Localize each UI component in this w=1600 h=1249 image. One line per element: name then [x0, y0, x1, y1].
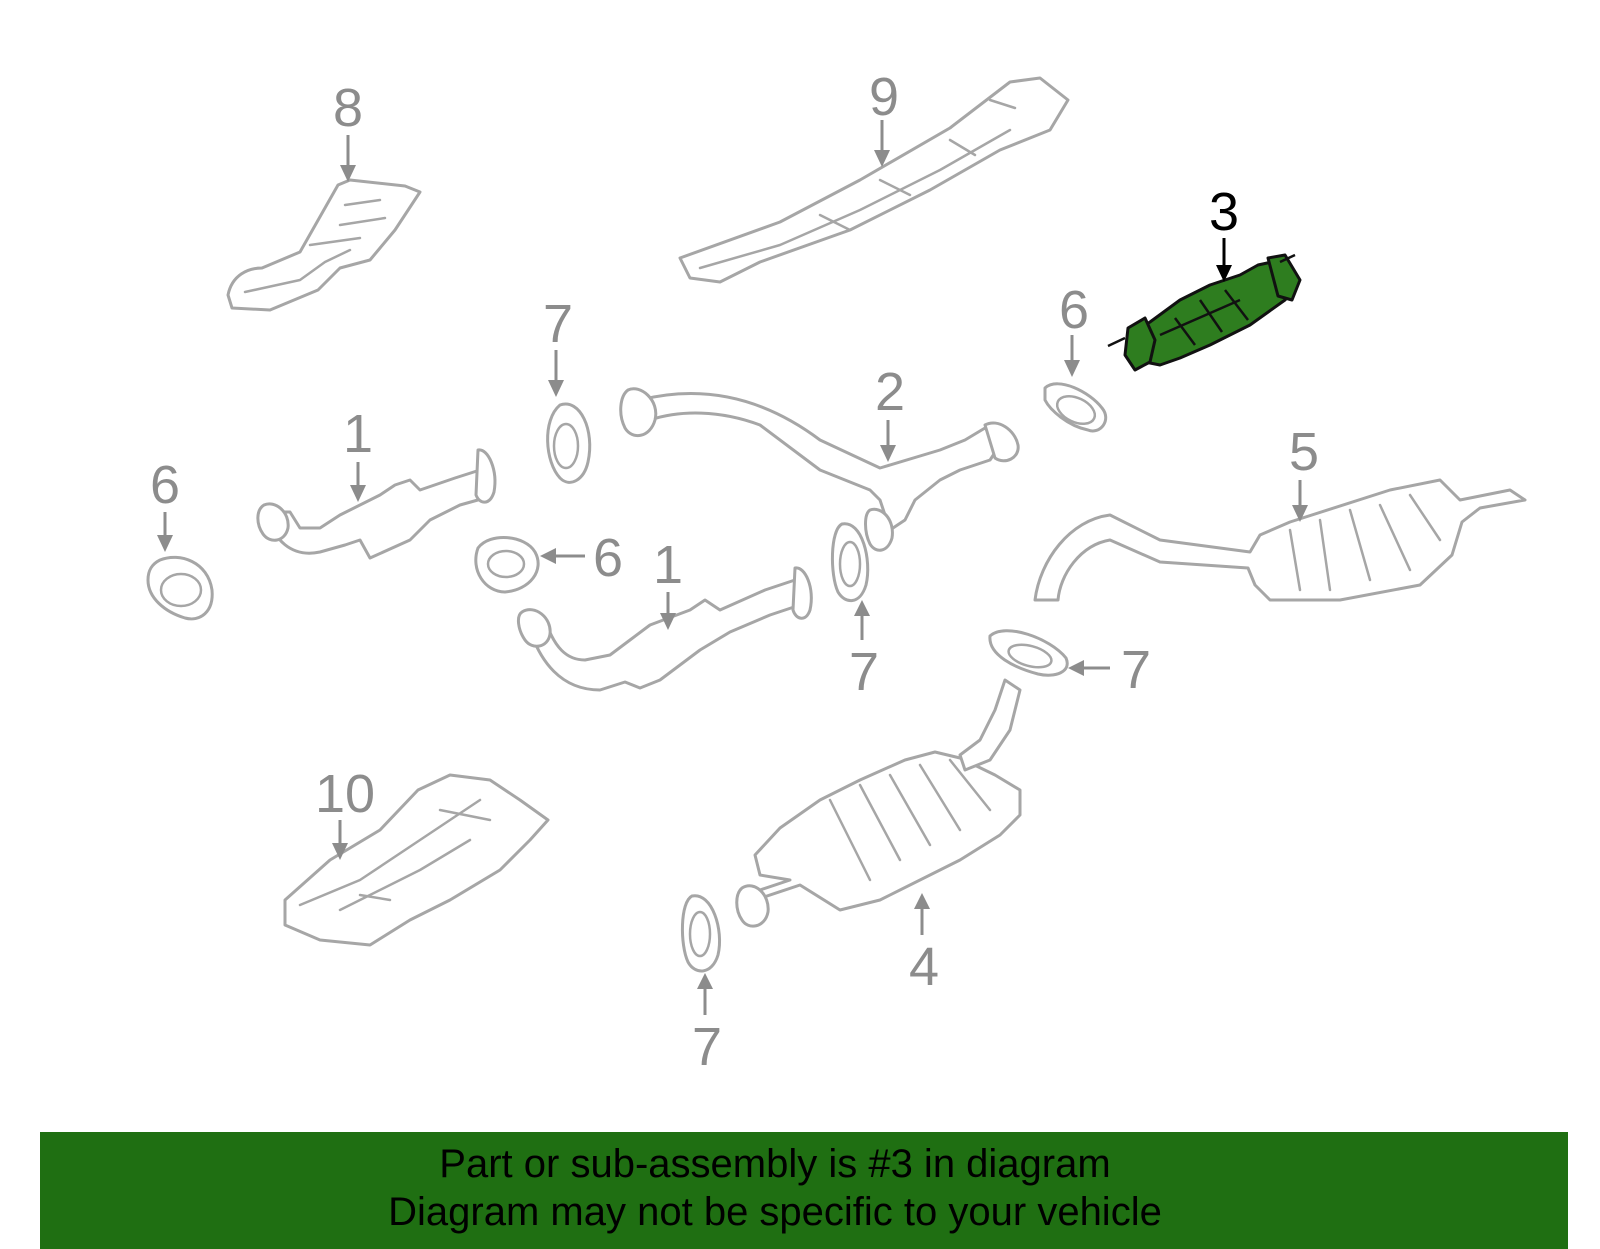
banner-line-part-number: Part or sub-assembly is #3 in diagram — [439, 1142, 1111, 1186]
leader-7b — [854, 600, 870, 640]
part-7-gasket-top[interactable] — [546, 402, 592, 484]
callout-leaders — [157, 120, 1308, 1015]
callout-10: 10 — [315, 764, 375, 824]
leader-6b — [157, 512, 173, 552]
part-1-converter-pipe-lower[interactable] — [516, 566, 813, 692]
callout-7: 7 — [692, 1017, 722, 1077]
callout-7: 7 — [1121, 640, 1151, 700]
part-10-heat-shield[interactable] — [283, 773, 550, 947]
leader-6a — [1064, 335, 1080, 377]
callout-1: 1 — [343, 404, 373, 464]
callout-1: 1 — [653, 535, 683, 595]
callout-7: 7 — [849, 642, 879, 702]
leader-6c — [540, 548, 585, 564]
callout-9: 9 — [869, 67, 899, 127]
leader-9 — [874, 120, 890, 167]
callout-4: 4 — [909, 937, 939, 997]
leader-7c — [1068, 660, 1110, 676]
part-1-converter-pipe-upper[interactable] — [256, 448, 497, 560]
part-7-gasket-center[interactable] — [830, 522, 870, 602]
callout-labels: 8 9 3 7 6 2 5 6 1 6 1 7 7 10 4 7 — [150, 67, 1319, 1077]
part-4-center-muffler[interactable] — [735, 678, 1022, 928]
callout-5: 5 — [1289, 422, 1319, 482]
callout-8: 8 — [333, 78, 363, 138]
part-9-heat-shield[interactable] — [678, 76, 1070, 284]
part-7-gasket-right[interactable] — [988, 629, 1069, 677]
part-5-rear-muffler[interactable] — [1033, 478, 1527, 602]
part-2-front-pipe[interactable] — [619, 387, 1020, 552]
callout-7: 7 — [543, 294, 573, 354]
leader-3 — [1216, 238, 1232, 282]
leader-7d — [697, 973, 713, 1015]
callout-6: 6 — [150, 455, 180, 515]
info-banner: Part or sub-assembly is #3 in diagram Di… — [40, 1132, 1568, 1249]
banner-line-disclaimer: Diagram may not be specific to your vehi… — [388, 1190, 1162, 1234]
callout-3: 3 — [1209, 182, 1239, 242]
part-6-gasket-middle[interactable] — [474, 535, 540, 594]
part-7-gasket-bottom[interactable] — [680, 894, 722, 973]
leader-5 — [1292, 480, 1308, 522]
callout-6: 6 — [1059, 280, 1089, 340]
callout-6: 6 — [593, 528, 623, 588]
leader-7a — [548, 350, 564, 397]
part-8-heat-shield[interactable] — [226, 178, 422, 312]
leader-4 — [914, 893, 930, 935]
leader-10 — [332, 820, 348, 860]
part-6-gasket-left[interactable] — [146, 555, 214, 621]
leader-2 — [880, 420, 896, 462]
leader-1a — [350, 462, 366, 502]
leader-1b — [660, 592, 676, 630]
leader-8 — [340, 135, 356, 182]
part-6-gasket-upper[interactable] — [1043, 382, 1108, 433]
callout-2: 2 — [875, 362, 905, 422]
part-3-catalytic-converter[interactable] — [1107, 253, 1302, 372]
banner-text: Part or sub-assembly is #3 in diagram Di… — [40, 1140, 1510, 1236]
